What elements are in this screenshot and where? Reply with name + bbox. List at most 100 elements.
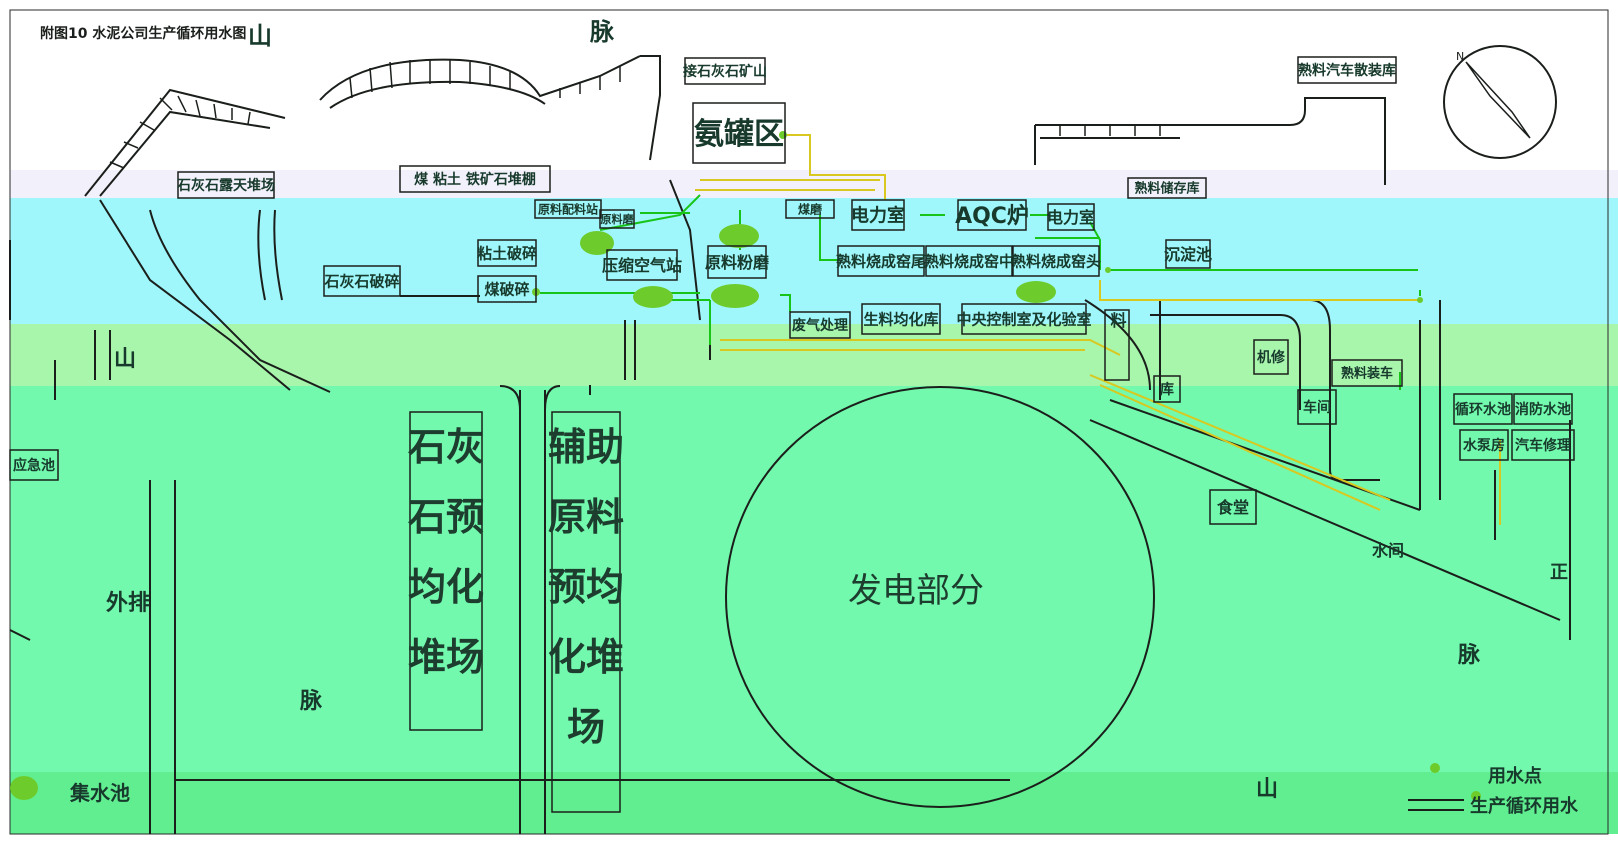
facility-label: 熟料烧成窑中 [924, 252, 1014, 270]
facility-aqc-boiler: AQC炉 [955, 199, 1029, 231]
water-node [719, 224, 759, 248]
water-node [10, 776, 38, 800]
facility-label: 熟料储存库 [1134, 181, 1199, 197]
facility-circ-pool: 循环水池 [1453, 393, 1513, 425]
facility-label: 原料粉磨 [705, 253, 769, 272]
facility-raw-batching: 原料配料站 [534, 199, 602, 219]
facility-vehicle-repair: 汽车修理 [1511, 429, 1575, 461]
figure-caption: 附图10 水泥公司生产循环用水图 [40, 25, 246, 42]
facility-label: 粘土破碎 [477, 244, 537, 262]
facility-pump-house: 水泵房 [1459, 429, 1509, 461]
facility-label: 原料磨 [601, 212, 635, 226]
label-right-edge: 正 [1550, 562, 1568, 583]
facility-label: 电力室 [851, 204, 905, 226]
facility-label: 应急池 [13, 457, 55, 474]
label-mai-right: 脉 [1457, 643, 1481, 668]
water-pipes [540, 134, 1501, 525]
facility-label: 水泵房 [1463, 437, 1505, 454]
facility-label: 沉淀池 [1164, 245, 1212, 264]
facility-coal-crush: 煤破碎 [477, 275, 537, 303]
power-gen-circle [725, 386, 1155, 808]
facility-label: 石灰石破碎 [323, 272, 399, 290]
facility-label: 熟料烧成窑尾 [836, 252, 926, 270]
label-mai-top: 脉 [589, 18, 615, 46]
facility-label-line: 石灰 [408, 425, 484, 469]
label-shan-top: 山 [248, 22, 272, 50]
facility-emergency-pool: 应急池 [9, 449, 59, 481]
label-shan-bottom: 山 [1256, 777, 1278, 802]
facility-compressed-air: 压缩空气站 [602, 249, 682, 281]
north-arrow-icon: N [1443, 45, 1557, 159]
facility-fire-pool: 消防水池 [1513, 393, 1573, 425]
facility-label: 车间 [1303, 399, 1331, 416]
facility-central-control: 中央控制室及化验室 [956, 303, 1092, 335]
facility-label: 熟料装车 [1341, 366, 1393, 382]
facility-label-line: 石预 [408, 495, 484, 539]
facility-limestone-yard: 石灰石露天堆场 [176, 171, 275, 199]
facility-label-line: 化堆 [548, 635, 624, 679]
facility-label: 废气处理 [792, 317, 848, 334]
facility-label: 库 [1160, 381, 1174, 398]
facility-label: 循环水池 [1455, 401, 1511, 418]
facility-clinker-storage: 熟料储存库 [1127, 177, 1207, 199]
legend-water-point: 用水点 [1488, 765, 1542, 787]
facility-label-line: 预均 [548, 565, 624, 609]
svg-text:N: N [1456, 50, 1464, 63]
water-node [1016, 281, 1056, 303]
facility-settling-tank: 沉淀池 [1164, 239, 1212, 269]
facility-label: 食堂 [1216, 498, 1249, 517]
facility-limestone-mine: 接石灰石矿山 [683, 57, 767, 85]
facility-raw-mill: 原料粉磨 [705, 245, 769, 279]
facility-repair: 机修 [1253, 339, 1289, 375]
facility-coal-mill: 煤磨 [785, 199, 835, 219]
facility-label: 熟料烧成窑头 [1011, 252, 1101, 270]
facility-waste-gas: 废气处理 [789, 311, 851, 339]
facility-label: 汽车修理 [1515, 437, 1571, 454]
facility-canteen: 食堂 [1209, 489, 1257, 525]
facility-workshop: 车间 [1297, 389, 1337, 425]
label-water-station: 水间 [1372, 541, 1404, 560]
label-shan-left: 山 [114, 347, 136, 372]
facility-label-line: 原料 [548, 495, 624, 539]
facility-raw-mill-small: 原料磨 [599, 209, 635, 229]
facility-label: 熟料汽车散装库 [1298, 62, 1396, 79]
facility-clinker-truck-shed: 熟料汽车散装库 [1297, 56, 1397, 84]
label-collect-pool: 集水池 [69, 781, 130, 805]
water-node [1471, 791, 1481, 801]
water-node [633, 286, 673, 308]
facility-label: AQC炉 [955, 204, 1029, 229]
label-power-gen: 发电部分 [848, 571, 984, 611]
water-node [711, 284, 759, 308]
facility-clay-crush: 粘土破碎 [477, 239, 537, 267]
facility-kiln-head: 熟料烧成窑头 [1011, 245, 1101, 277]
facility-material-1: 料 [1104, 309, 1130, 381]
road-lines [9, 179, 1571, 834]
facility-label: 电力室 [1047, 208, 1095, 227]
facility-label: 消防水池 [1515, 401, 1571, 418]
water-node [1417, 297, 1423, 303]
facility-label: 压缩空气站 [602, 256, 682, 275]
facility-clinker-bulk: 熟料装车 [1331, 359, 1403, 387]
facility-power-room-2: 电力室 [1047, 203, 1095, 231]
legend-circulation: 生产循环用水 [1470, 795, 1579, 817]
facility-label-line: 场 [567, 705, 605, 749]
facility-label: 氨罐区 [694, 117, 784, 152]
facility-ammonia-tank: 氨罐区 [692, 102, 786, 164]
facility-raw-homog: 生料均化库 [861, 303, 941, 335]
facility-label: 原料配料站 [538, 201, 598, 216]
water-node [580, 231, 614, 255]
facility-coal-clay-iron-shed: 煤 粘土 铁矿石堆棚 [399, 165, 551, 193]
facility-kiln-mid: 熟料烧成窑中 [924, 245, 1014, 277]
facility-limestone-crush: 石灰石破碎 [323, 265, 401, 297]
facility-label: 煤破碎 [484, 280, 529, 298]
facility-label: 石灰石露天堆场 [176, 177, 275, 194]
facility-label: 煤 粘土 铁矿石堆棚 [414, 171, 536, 188]
label-discharge: 外排 [106, 590, 150, 616]
legend-water-point-icon [1430, 763, 1440, 773]
facility-label: 料 [1108, 311, 1127, 329]
facility-label: 机修 [1257, 349, 1286, 366]
